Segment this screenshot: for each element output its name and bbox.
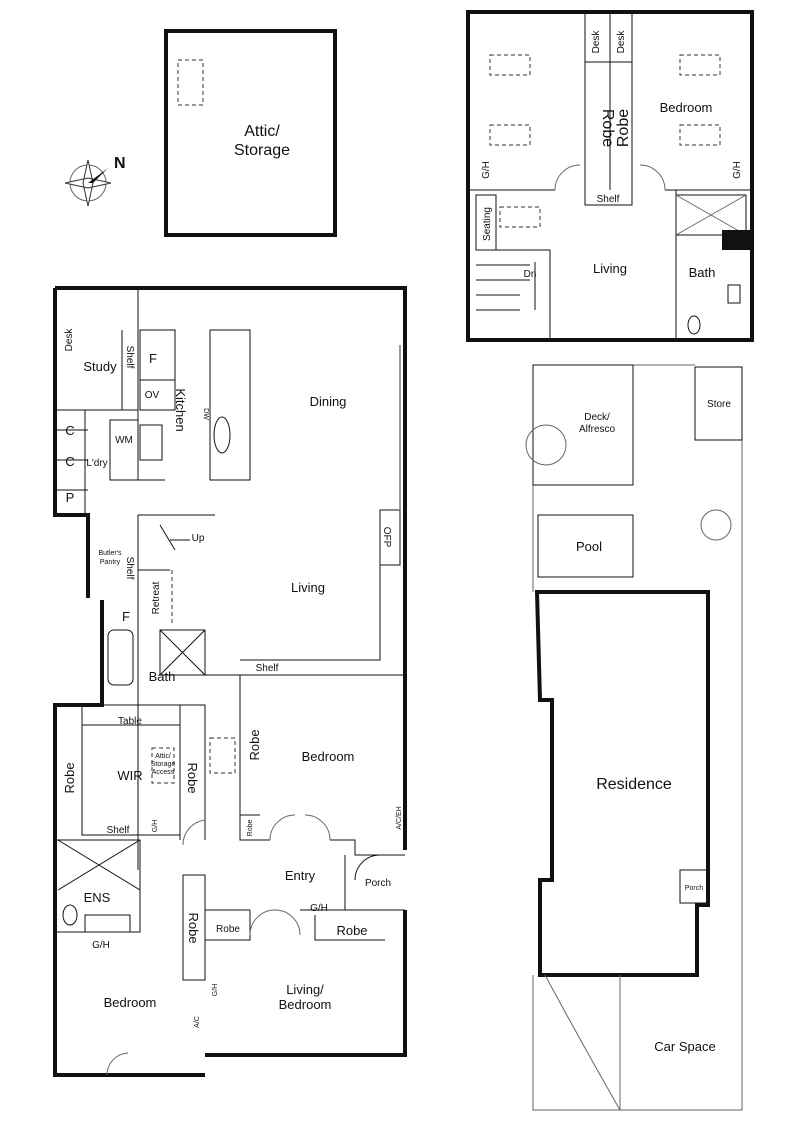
attic-access-label-2: Storage [151,761,176,768]
upper-robe-label-2: Robe [615,109,632,147]
upper-shelf-label: Shelf [597,194,620,205]
shelf-label: Shelf [124,346,135,369]
gh-label: G/H [152,820,159,832]
cupboard-label-2: C [65,454,74,469]
butlers-pantry-label-2: Pantry [100,559,121,566]
bedroom-label-2: Bedroom [104,995,157,1010]
fridge-label: F [149,351,157,366]
washing-machine-label: WM [115,435,133,446]
entry-label: Entry [285,868,316,883]
ac-label: A/C [194,1016,201,1028]
compass-rose-icon: N [64,155,126,207]
deck-label-2: Alfresco [579,424,616,435]
upper-dn-label: Dn [524,269,537,280]
butlers-pantry-label: Butler's [98,550,122,557]
shelf-label-3: Shelf [256,663,279,674]
robe-label-5: Robe [216,924,240,935]
cupboard-label: C [65,423,74,438]
attic-access-label: Attic/ [155,753,171,760]
residence-label: Residence [596,776,672,793]
retreat-label: Retreat [151,581,162,614]
fridge-label-2: F [122,609,130,624]
porch-label: Porch [365,878,391,889]
attic-label-2: Storage [234,142,290,159]
ensuite-label: ENS [84,890,111,905]
wir-label: WIR [117,768,142,783]
dining-label: Dining [310,394,347,409]
desk-label: Desk [64,328,75,352]
pool-label: Pool [576,539,602,554]
robe-label-6: Robe [336,923,367,938]
study-label: Study [83,359,117,374]
attic-plan: Attic/ Storage [164,29,337,237]
robe-label-7: Robe [186,912,201,943]
attic-label: Attic/ [244,123,280,140]
laundry-label: L'dry [86,458,107,469]
robe-label-3: Robe [247,729,262,760]
living-bedroom-label: Living/ [286,982,324,997]
stairs-up-label: Up [192,533,205,544]
upper-gh-label-2: G/H [732,161,743,179]
gh-label-4: G/H [212,984,219,996]
robe-label-2: Robe [185,762,200,793]
robe-label: Robe [62,762,77,793]
kitchen-label: Kitchen [173,388,188,431]
upper-bedroom-label: Bedroom [660,100,713,115]
upper-desk-label-2: Desk [616,30,627,54]
bath-label: Bath [149,669,176,684]
ground-floor-plan: Study Desk Shelf F OV Kitchen DW Dining … [53,286,407,1077]
upper-seating-label: Seating [482,207,493,241]
pantry-label: P [66,490,75,505]
north-label: N [114,155,126,172]
table-label: Table [118,716,142,727]
fireplace-label: OFP [381,527,392,548]
living-bedroom-label-2: Bedroom [279,997,332,1012]
site-porch-label: Porch [685,885,703,892]
upper-living-label: Living [593,261,627,276]
oven-label: OV [145,390,160,401]
site-plan: Deck/ Alfresco Store Pool Residence Porc… [525,364,743,1111]
shelf-label-4: Shelf [107,825,130,836]
gh-label-3: G/H [310,903,328,914]
upper-floor-plan: Desk Desk Robe Robe Bedroom G/H G/H Shel… [466,10,754,342]
dishwasher-label: DW [202,408,209,420]
living-label: Living [291,580,325,595]
upper-robe-label: Robe [599,109,616,147]
car-space-label: Car Space [654,1039,715,1054]
bedroom-label: Bedroom [302,749,355,764]
upper-gh-label: G/H [481,161,492,179]
upper-bath-label: Bath [689,265,716,280]
deck-label: Deck/ [584,412,610,423]
gh-label-2: G/H [92,940,110,951]
store-label: Store [707,399,731,410]
ac-eh-label: A/C/EH [396,806,403,829]
shelf-label-2: Shelf [124,557,135,580]
attic-access-label-3: Access [152,769,175,776]
upper-desk-label: Desk [591,30,602,54]
robe-label-4: Robe [247,820,254,837]
